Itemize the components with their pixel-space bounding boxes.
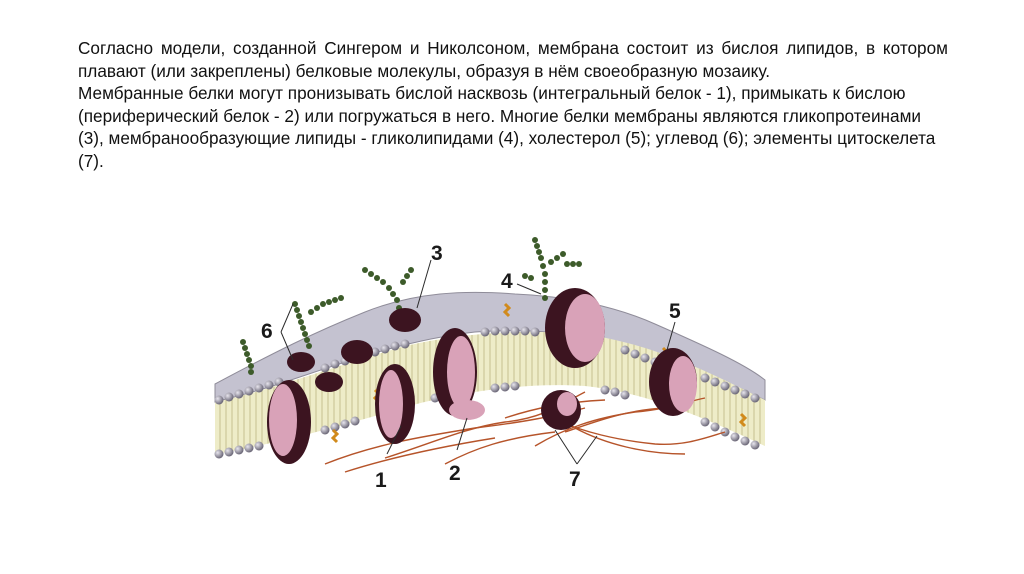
label-1: 1 — [375, 469, 387, 492]
description-text: Согласно модели, созданной Сингером и Ни… — [78, 37, 948, 173]
label-6: 6 — [261, 320, 273, 343]
label-2: 2 — [449, 462, 461, 485]
paragraph-model: Согласно модели, созданной Сингером и Ни… — [78, 37, 948, 82]
label-3: 3 — [431, 242, 443, 265]
membrane-diagram: 1 2 3 4 5 6 7 — [205, 232, 785, 502]
label-4: 4 — [501, 270, 513, 293]
membrane-illustration: 1 2 3 4 5 6 7 — [205, 232, 785, 502]
label-5: 5 — [669, 300, 681, 323]
label-7: 7 — [569, 468, 581, 491]
paragraph-proteins: Мембранные белки могут пронизывать бисло… — [78, 82, 948, 172]
